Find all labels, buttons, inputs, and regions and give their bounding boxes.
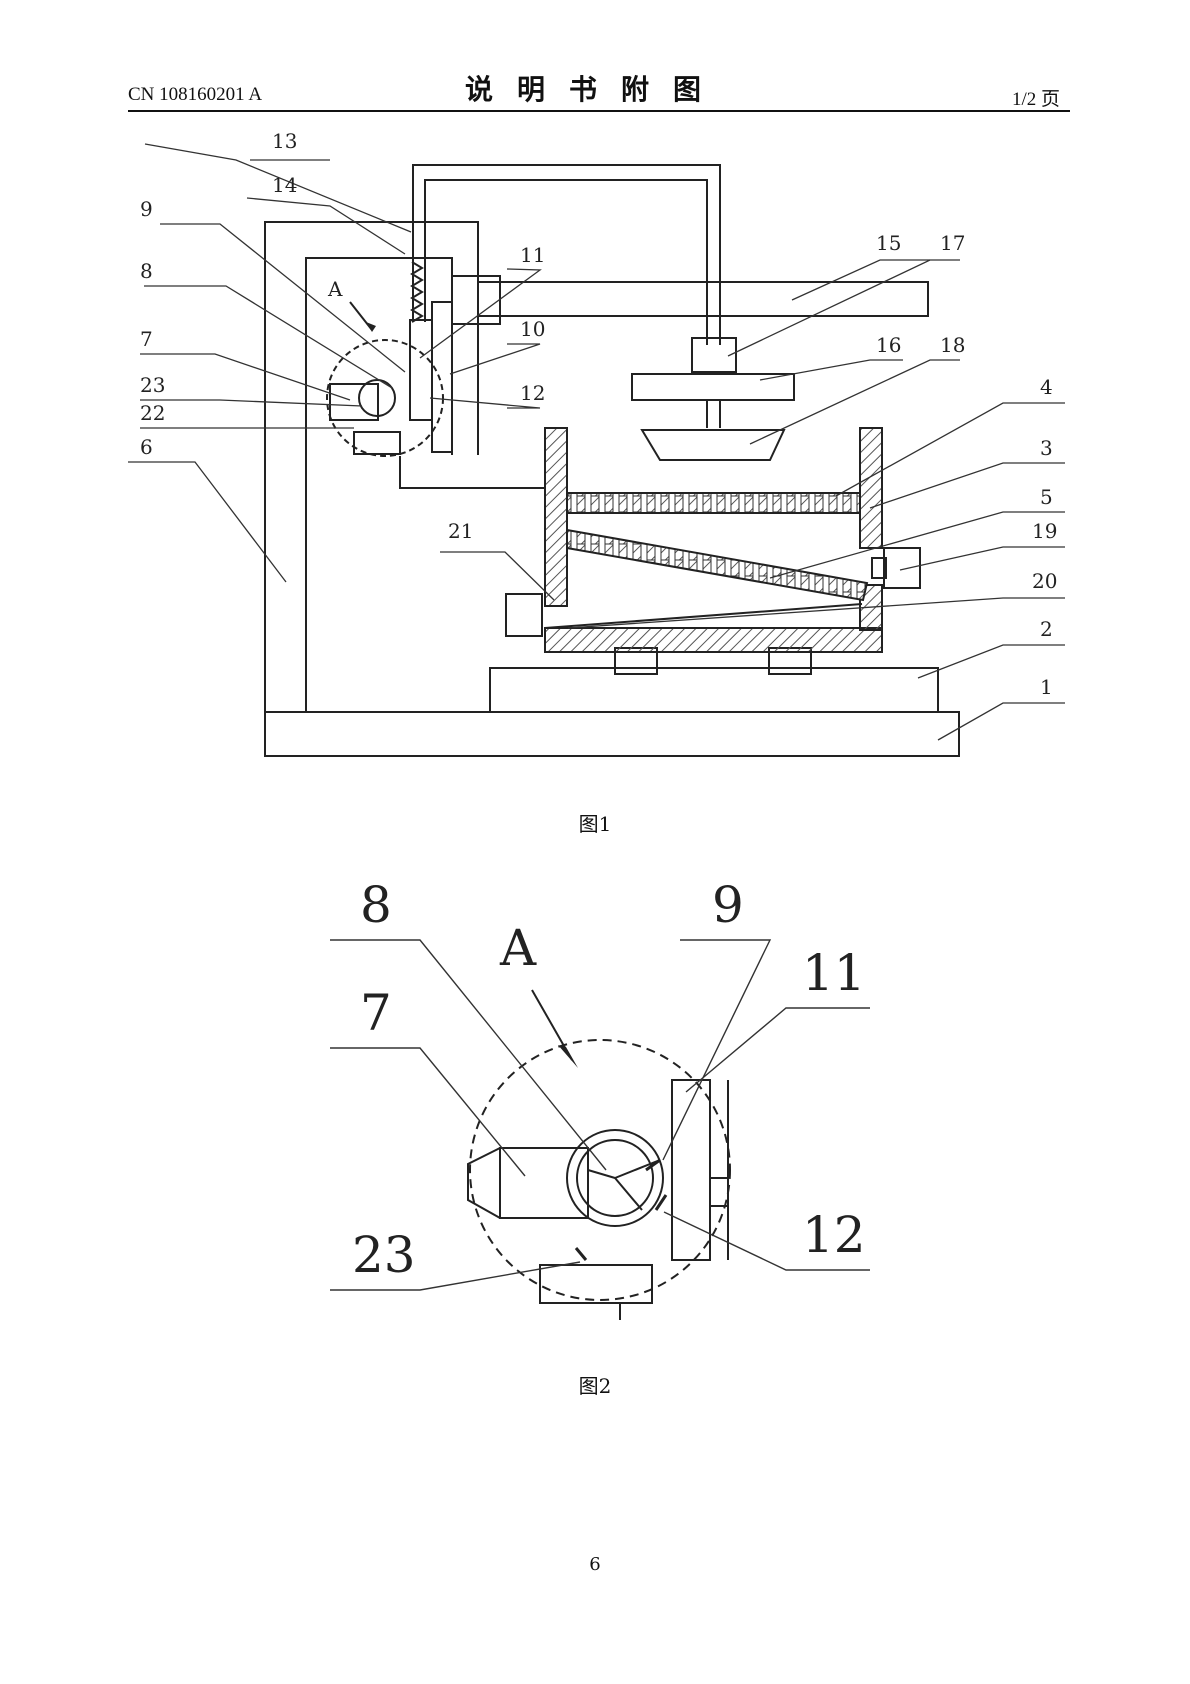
frame-inner (424, 179, 708, 345)
label-20: 20 (1032, 569, 1057, 593)
figure-1-caption: 图1 (578, 812, 612, 836)
label-8-detail: 8 (360, 876, 392, 934)
label-11-detail: 11 (802, 944, 866, 1002)
label-7: 7 (140, 327, 153, 351)
connecting-rod (399, 456, 545, 489)
page-of: 1/2 页 (1011, 89, 1060, 110)
figure-2-caption: 图2 (578, 1374, 612, 1398)
label-12: 12 (520, 381, 545, 405)
screen-upper (566, 492, 861, 514)
container (544, 427, 883, 653)
detail-circle (469, 1039, 731, 1301)
label-5: 5 (1040, 485, 1053, 509)
label-13: 13 (272, 129, 297, 153)
valve-box (505, 593, 543, 637)
header-rule (128, 110, 1070, 112)
column-outer (264, 221, 479, 712)
plate-detail (671, 1079, 711, 1261)
clamp-wheel (358, 379, 396, 417)
label-a-detail: A (499, 919, 537, 977)
figure-1-structure (264, 164, 960, 757)
label-12-detail: 12 (802, 1206, 866, 1264)
label-10: 10 (520, 317, 545, 341)
label-21: 21 (448, 519, 473, 543)
label-9-detail: 9 (712, 876, 744, 934)
label-18: 18 (940, 333, 965, 357)
label-4: 4 (1040, 375, 1053, 399)
bracket-detail (539, 1264, 653, 1304)
screen-inclined (566, 528, 869, 602)
patent-number: CN 108160201 A (128, 84, 263, 105)
label-3: 3 (1040, 436, 1053, 460)
motor (691, 337, 737, 373)
label-16: 16 (876, 333, 901, 357)
figure-2-labels: A 7 8 9 11 12 23 (352, 876, 866, 1284)
spring (410, 261, 424, 323)
leader-lines (128, 143, 1065, 741)
figure-2-drawing (467, 1039, 731, 1320)
disc (631, 373, 795, 401)
base-plate (264, 711, 960, 757)
container-right-wall (859, 427, 883, 549)
label-22: 22 (140, 401, 165, 425)
detail-circle-a (326, 339, 444, 457)
press-head (640, 429, 786, 461)
bracket (353, 431, 401, 455)
label-8: 8 (140, 259, 153, 283)
label-15: 15 (876, 231, 901, 255)
label-23-detail: 23 (352, 1226, 416, 1284)
clamp-block-detail (499, 1147, 589, 1219)
outlet-box (883, 547, 921, 589)
slider-bar (409, 319, 433, 421)
label-9: 9 (140, 197, 153, 221)
figure-1-labels: 1 2 3 4 5 6 7 8 9 10 11 12 13 14 15 16 1… (140, 129, 1057, 699)
label-1: 1 (1040, 675, 1053, 699)
label-14: 14 (272, 173, 297, 197)
slider-plate (431, 301, 453, 453)
page-number: 6 (589, 1554, 601, 1575)
clamp-wheel-detail (566, 1129, 664, 1227)
container-left-wall (544, 427, 568, 607)
label-a: A (327, 277, 343, 301)
support-block (489, 667, 939, 713)
label-11: 11 (520, 243, 545, 267)
section-title: 说明书附图 (464, 73, 725, 106)
label-19: 19 (1032, 519, 1057, 543)
label-17: 17 (940, 231, 965, 255)
label-6: 6 (140, 435, 153, 459)
container-bottom (544, 627, 883, 653)
clamp-block (329, 383, 379, 421)
beam (477, 281, 929, 317)
label-23: 23 (140, 373, 165, 397)
frame-outer (412, 164, 721, 345)
label-7-detail: 7 (360, 984, 392, 1042)
column-inner (305, 257, 453, 712)
label-2: 2 (1040, 617, 1053, 641)
figure-2-leader-lines (330, 939, 870, 1291)
